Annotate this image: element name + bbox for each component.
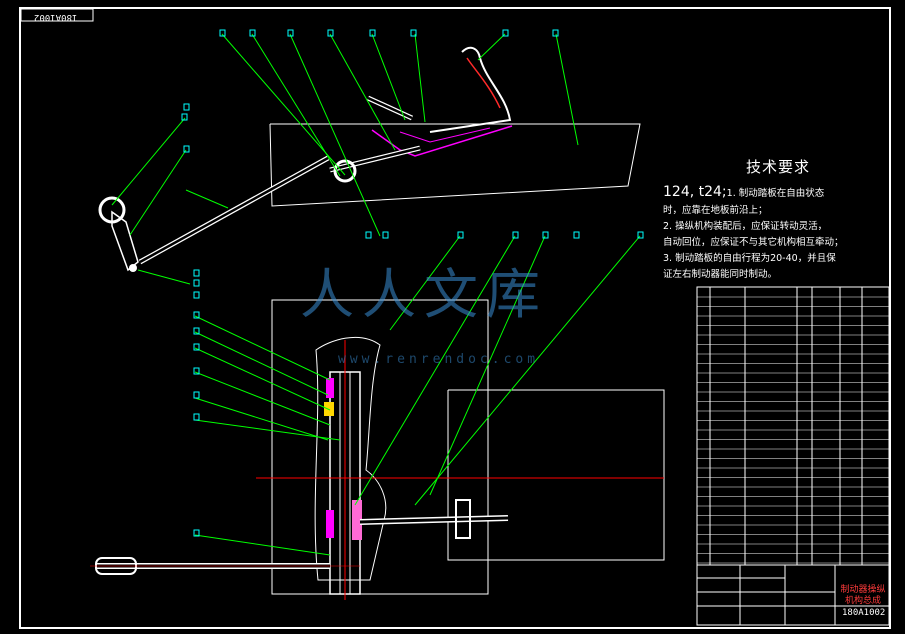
tech-line-1-prefix: 124, t24; <box>663 184 727 200</box>
housing-outline <box>271 299 489 595</box>
leader-lines <box>111 33 641 556</box>
bushing-4 <box>352 500 362 540</box>
cross-shaft-core <box>329 146 421 172</box>
side-panel <box>447 389 665 561</box>
tech-line-1: 124, t24;1. 制动踏板在自由状态 <box>663 183 893 203</box>
tech-requirements-title: 技术要求 <box>745 158 810 176</box>
tech-line-3: 2. 操纵机构装配后，应保证转动灵活， <box>663 221 828 232</box>
title-block-name: 制动器操纵机构总成 <box>840 585 886 606</box>
drawing-number: 180A1002 <box>34 12 78 22</box>
drawing-number-box <box>20 8 94 22</box>
pedal-arm <box>429 46 512 133</box>
upper-view <box>98 46 641 272</box>
title-block-code: 180A1002 <box>842 608 886 618</box>
tech-line-4: 自动回位，应保证不与其它机构相互牵动； <box>663 237 844 248</box>
left-lever-pin <box>129 264 137 272</box>
pedal-arm-inner <box>466 57 501 109</box>
adjuster-nut <box>455 499 471 539</box>
floor-panel-outline <box>269 123 641 207</box>
watermark-logo: 人人文库 <box>300 263 548 326</box>
parts-list-rows <box>697 296 889 564</box>
bushing-1 <box>326 378 334 398</box>
tech-line-2: 时，应靠在地板前沿上； <box>663 205 768 216</box>
long-rod-core <box>139 156 329 264</box>
pivot-ring <box>333 159 357 183</box>
tech-line-1-rest: 1. 制动踏板在自由状态 <box>726 188 825 199</box>
technical-requirements: 技术要求 124, t24;1. 制动踏板在自由状态 时，应靠在地板前沿上； 2… <box>663 156 893 283</box>
lower-view <box>90 299 665 600</box>
horizontal-rod-core <box>359 516 509 524</box>
tech-line-6: 证左右制动器能同时制动。 <box>663 269 778 280</box>
push-rod-upper-core <box>367 96 413 120</box>
left-lever-ring <box>98 196 126 224</box>
title-block <box>696 564 890 626</box>
callout-boxes <box>181 29 644 537</box>
cast-bracket <box>314 336 387 581</box>
magenta-link-2 <box>399 127 491 143</box>
bushing-3 <box>326 510 334 538</box>
drawing-border <box>19 7 891 629</box>
parts-list <box>696 286 890 566</box>
watermark-url: www.renrendoc.com <box>338 352 540 367</box>
tech-line-5: 3. 制动踏板的自由行程为20-40，并且保 <box>663 253 836 264</box>
